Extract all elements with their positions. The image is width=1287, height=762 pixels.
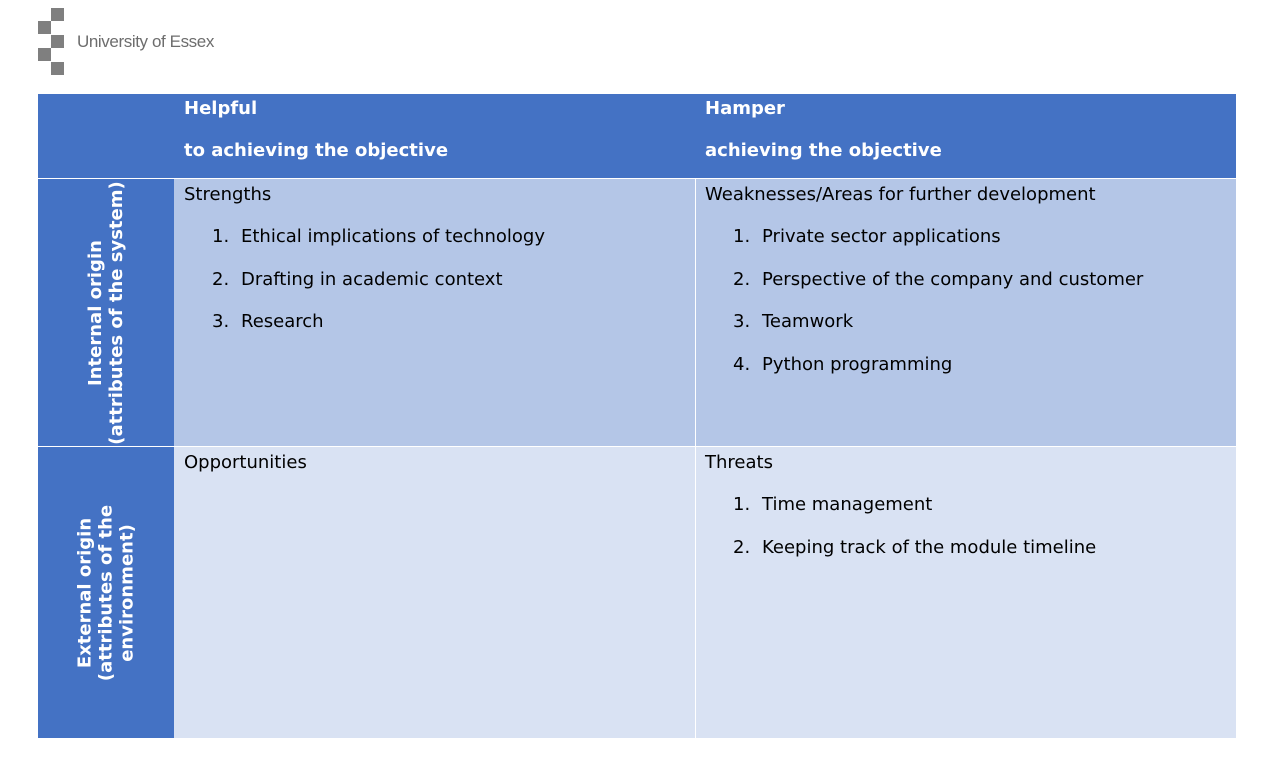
list-item-number: 1.: [212, 226, 230, 247]
list-item-number: 2.: [733, 536, 751, 558]
header-hamper-title: Hamper: [705, 98, 785, 119]
row-label-external: External origin (attributes of the envir…: [38, 446, 174, 738]
logo-square: [51, 8, 64, 21]
list-item: 4. Python programming: [705, 354, 1236, 375]
logo-square: [38, 48, 51, 61]
row-label-external-line3: environment): [116, 523, 138, 662]
list-item-number: 1.: [733, 494, 751, 515]
row-label-internal-line2: (attributes of the system): [106, 180, 127, 445]
list-item-number: 3.: [733, 311, 751, 332]
list-item: 3. Teamwork: [705, 311, 1236, 332]
strengths-cell: Strengths 1. Ethical implications of tech…: [174, 178, 695, 446]
header-hamper-subtitle: achieving the objective: [705, 140, 942, 161]
list-item-text: Perspective of the company and customer: [762, 268, 1144, 290]
list-item-text: Keeping track of the module timeline: [762, 536, 1097, 558]
swot-table: Helpful to achieving the objective Hampe…: [38, 94, 1236, 738]
row-label-internal-line1: Internal origin: [85, 239, 106, 386]
list-item: 2. Perspective of the company and custome…: [705, 269, 1236, 290]
row-label-internal: Internal origin (attributes of the syste…: [38, 178, 174, 446]
row-label-external-line1: External origin: [74, 517, 96, 668]
logo-square: [38, 21, 51, 34]
logo-square: [51, 62, 64, 75]
list-item: 1. Ethical implications of technology: [184, 226, 695, 247]
logo-text: University of Essex: [77, 32, 214, 51]
header-hamper: Hamper achieving the objective: [695, 94, 1236, 178]
list-item: 2. Drafting in academic context: [184, 269, 695, 290]
list-item-number: 4.: [733, 353, 751, 375]
university-logo: University of Essex: [38, 8, 258, 76]
list-item-text: Python programming: [762, 353, 953, 375]
list-item: 3. Research: [184, 311, 695, 332]
list-item: 1. Private sector applications: [705, 226, 1236, 247]
logo-square: [51, 35, 64, 48]
strengths-title: Strengths: [184, 184, 272, 205]
list-item-text: Ethical implications of technology: [241, 226, 545, 247]
list-item-number: 2.: [212, 268, 230, 290]
header-helpful-subtitle: to achieving the objective: [184, 140, 449, 161]
list-item-number: 2.: [733, 268, 751, 290]
threats-title: Threats: [705, 452, 773, 473]
opportunities-title: Opportunities: [184, 452, 307, 473]
row-label-external-line2: (attributes of the: [95, 504, 117, 681]
list-item-text: Teamwork: [762, 311, 854, 332]
strengths-list: 1. Ethical implications of technology 2. Dr…: [184, 226, 695, 332]
list-item: 2. Keeping track of the module timeline: [705, 537, 1236, 558]
row-label-external-text: External origin (attributes of the envir…: [75, 504, 138, 680]
list-item-text: Drafting in academic context: [241, 268, 503, 290]
weaknesses-cell: Weaknesses/Areas for further development…: [695, 178, 1236, 446]
opportunities-cell: Opportunities: [174, 446, 695, 738]
list-item-number: 1.: [733, 226, 751, 247]
list-item-number: 3.: [212, 311, 230, 332]
list-item-text: Private sector applications: [762, 226, 1001, 247]
list-item-text: Research: [241, 311, 324, 332]
threats-cell: Threats 1. Time management 2. Keeping track…: [695, 446, 1236, 738]
header-corner-cell: [38, 94, 174, 178]
weaknesses-list: 1. Private sector applications 2. Perspecti…: [705, 226, 1236, 375]
weaknesses-title: Weaknesses/Areas for further development: [705, 184, 1096, 205]
list-item-text: Time management: [762, 494, 933, 515]
header-helpful-title: Helpful: [184, 98, 258, 119]
threats-list: 1. Time management 2. Keeping track of the …: [705, 494, 1236, 558]
header-helpful: Helpful to achieving the objective: [174, 94, 695, 178]
row-label-internal-text: Internal origin (attributes of the syste…: [85, 181, 127, 444]
list-item: 1. Time management: [705, 494, 1236, 515]
